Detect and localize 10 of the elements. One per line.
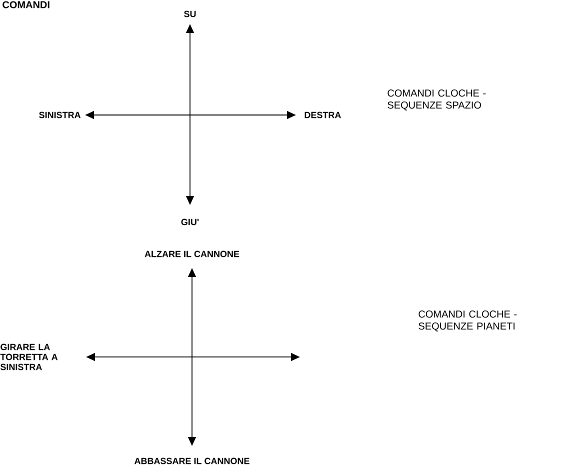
caption-text: COMANDI CLOCHE - SEQUENZE SPAZIO — [388, 90, 486, 110]
direction-label: GIU' — [181, 218, 199, 226]
direction-label: DESTRA — [304, 112, 341, 118]
direction-label: SU — [184, 10, 196, 18]
direction-label: SINISTRA — [39, 112, 81, 118]
heading: COMANDI — [2, 1, 50, 8]
direction-label: GIRARE LA TORRETTA A SINISTRA — [0, 344, 58, 370]
direction-label: ABBASSARE IL CANNONE — [134, 458, 250, 464]
direction-label: ALZARE IL CANNONE — [144, 250, 240, 258]
caption-text: COMANDI CLOCHE - SEQUENZE PIANETI — [418, 310, 517, 332]
